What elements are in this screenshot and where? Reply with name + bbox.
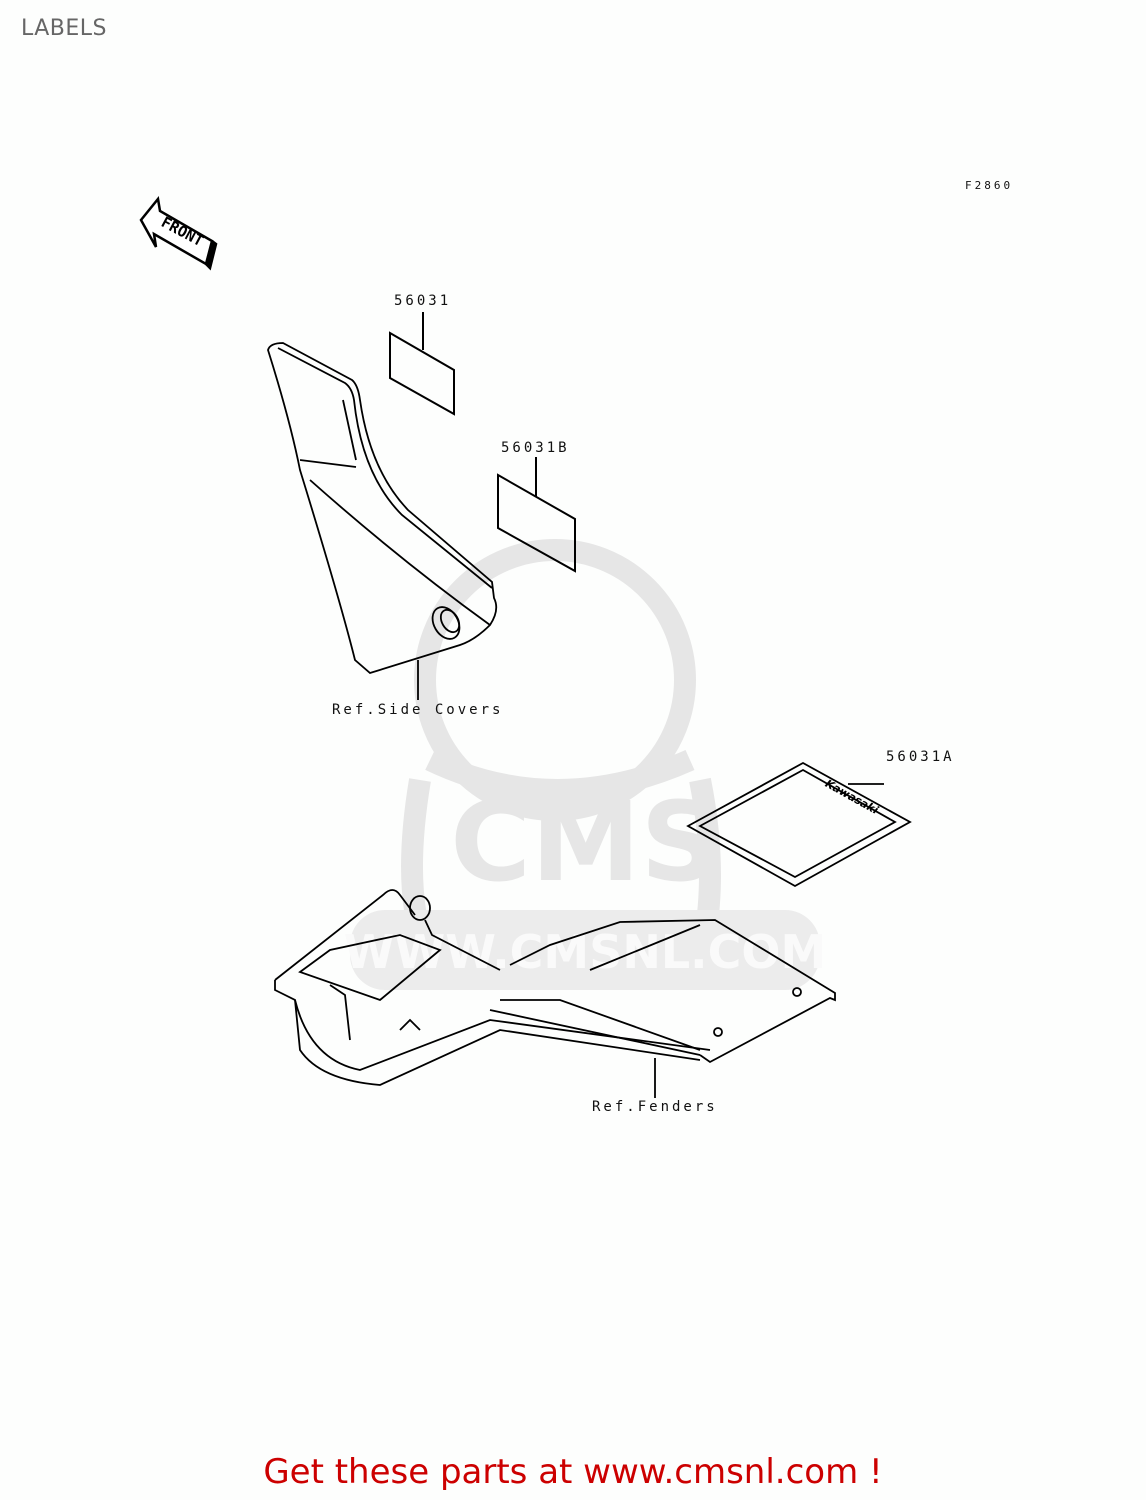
svg-text:CMS: CMS (450, 778, 719, 906)
rear-fender-drawing (274, 889, 836, 1098)
callout-56031a[interactable]: 56031A (886, 749, 955, 765)
label-56031a-decal: Kawasaki (686, 761, 912, 888)
front-arrow-icon: FRONT (139, 196, 218, 271)
cms-watermark-text: CMS WWW.CMSNL.COM (344, 778, 826, 990)
callout-ref-side-covers[interactable]: Ref.Side Covers (332, 702, 504, 718)
page-title: LABELS (21, 16, 108, 41)
callout-56031b[interactable]: 56031B (501, 440, 570, 456)
footer-cta-link[interactable]: Get these parts at www.cmsnl.com ! (263, 1452, 883, 1492)
label-56031-decal (389, 312, 455, 416)
figure-code: F2860 (965, 179, 1014, 192)
callout-ref-fenders[interactable]: Ref.Fenders (592, 1099, 718, 1115)
label-56031b-decal (497, 457, 576, 573)
callout-56031[interactable]: 56031 (394, 293, 452, 309)
svg-text:Kawasaki: Kawasaki (823, 777, 881, 817)
side-cover-drawing (267, 342, 498, 700)
